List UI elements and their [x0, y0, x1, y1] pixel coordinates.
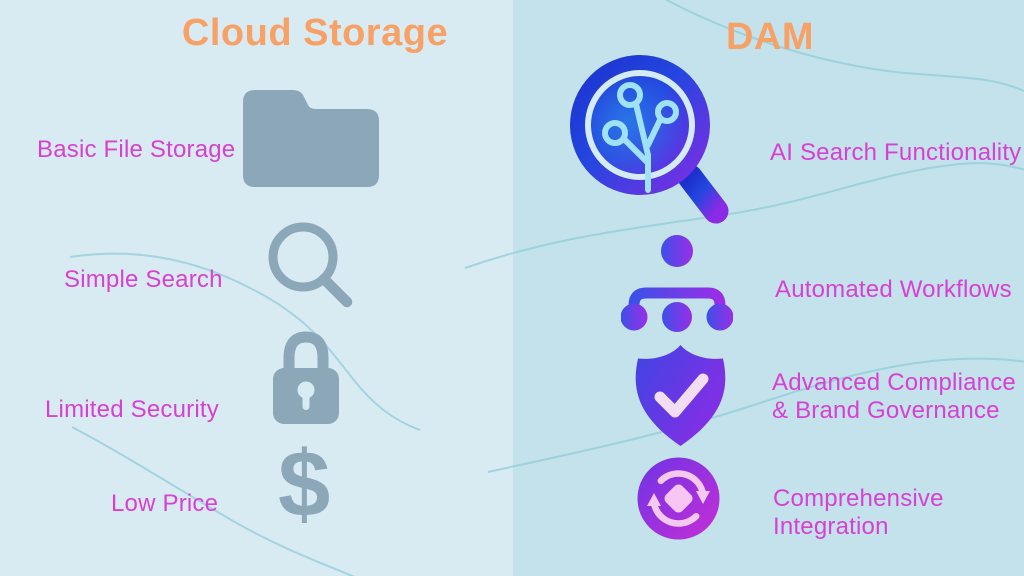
- magnifier-icon: [268, 222, 353, 308]
- low-price-label: Low Price: [111, 490, 219, 517]
- workflow-icon: [621, 235, 733, 332]
- ai-search-icon: [570, 55, 729, 224]
- sync-integration-icon: [637, 457, 720, 540]
- simple-search-label: Simple Search: [64, 266, 223, 293]
- cloud-storage-title: Cloud Storage: [181, 12, 449, 54]
- automated-workflows-label: Automated Workflows: [775, 276, 1012, 303]
- limited-security-label: Limited Security: [45, 396, 219, 423]
- dollar-icon: $: [278, 431, 331, 536]
- lock-icon: [273, 331, 339, 424]
- shield-check-icon: [635, 345, 726, 446]
- folder-icon: [243, 90, 379, 187]
- basic-file-storage-label: Basic File Storage: [37, 136, 236, 163]
- comprehensive-integration-label: Comprehensive Integration: [773, 485, 944, 541]
- ai-search-functionality-label: AI Search Functionality: [770, 139, 1022, 166]
- advanced-compliance-label: Advanced Compliance & Brand Governance: [772, 369, 1016, 425]
